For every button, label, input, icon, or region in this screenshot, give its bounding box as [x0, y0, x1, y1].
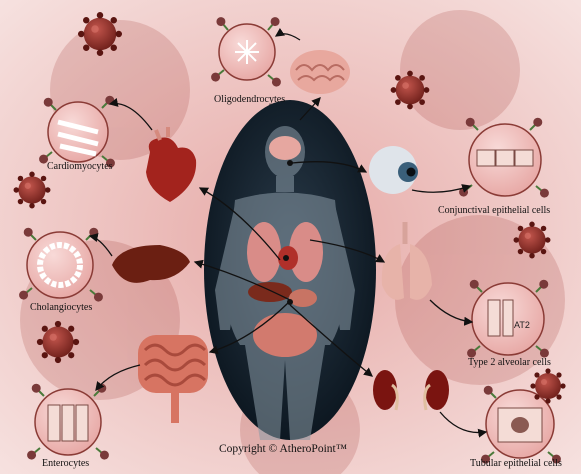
label-tubular-epithelial-cells: Tubular epithelial cells — [470, 458, 562, 469]
body-stomach — [289, 289, 317, 307]
type2-alveolar-cell: AT2 — [472, 283, 544, 355]
enterocyte-cell — [35, 389, 101, 455]
brain-organ — [290, 50, 350, 94]
body-liver — [248, 282, 292, 302]
body-node-heart — [283, 255, 289, 261]
label-conjunctival-epithelial-cells: Conjunctival epithelial cells — [438, 205, 550, 216]
body-intestines — [253, 313, 317, 357]
label-cholangiocytes: Cholangiocytes — [30, 302, 92, 313]
at2-tag: AT2 — [514, 320, 530, 330]
conjunctival-cell — [469, 124, 541, 196]
cardiomyocyte-cell — [48, 102, 108, 162]
label-oligodendrocytes: Oligodendrocytes — [214, 94, 285, 105]
body-lung-left — [247, 222, 281, 282]
oligodendrocyte-cell — [219, 24, 275, 80]
label-enterocytes: Enterocytes — [42, 458, 89, 469]
cholangiocyte-cell — [27, 232, 93, 298]
label-cardiomyocytes: Cardiomyocytes — [47, 161, 113, 172]
tubular-epithelial-cell — [486, 390, 554, 458]
label-type2-alveolar-cells: Type 2 alveolar cells — [468, 357, 551, 368]
copyright-notice: Copyright © AtheroPoint™ — [219, 443, 347, 455]
body-brain — [269, 136, 301, 160]
